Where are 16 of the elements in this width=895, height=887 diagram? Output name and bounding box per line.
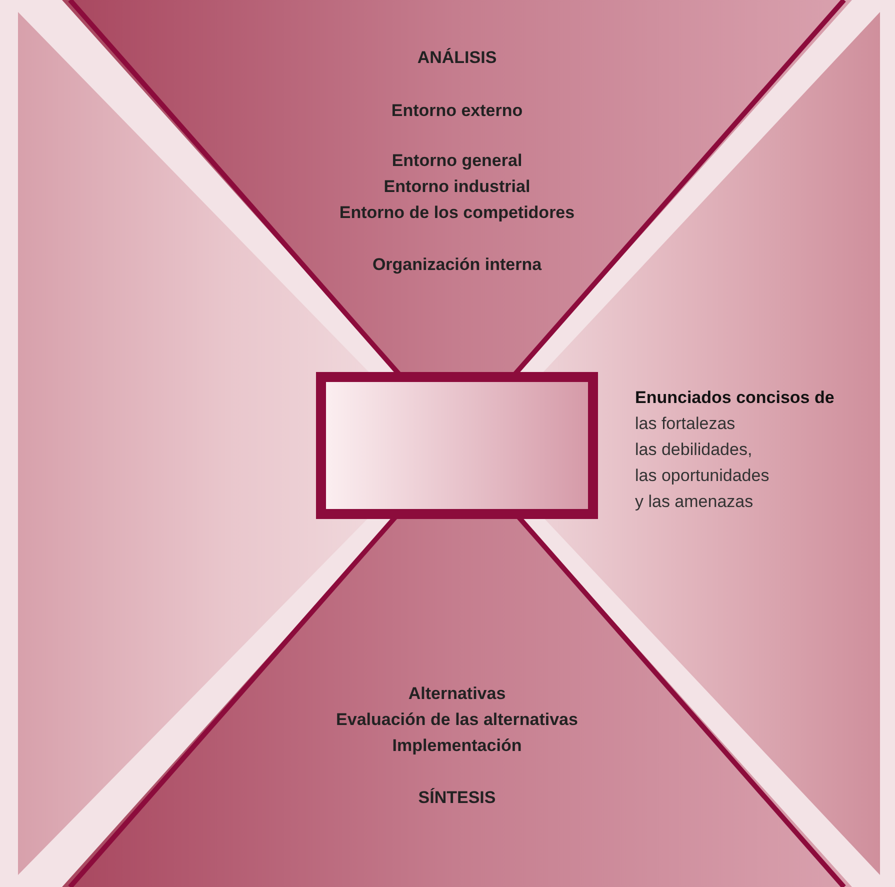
text-line: Implementación <box>392 735 522 757</box>
text-line: Entorno de los competidores <box>339 202 575 224</box>
caption-line: las fortalezas <box>635 413 736 435</box>
text-line: Evaluación de las alternativas <box>336 709 578 731</box>
text-line: Alternativas <box>408 683 506 705</box>
text-line: Entorno externo <box>391 100 523 122</box>
text-line: Entorno industrial <box>384 176 530 198</box>
text-line: Entorno general <box>392 150 522 172</box>
caption-line: las oportunidades <box>635 465 770 487</box>
section-heading: ANÁLISIS <box>417 47 497 69</box>
caption-line: y las amenazas <box>635 491 754 513</box>
section-heading: SÍNTESIS <box>418 787 496 809</box>
empty-box <box>316 372 598 519</box>
text-line: Organización interna <box>372 254 542 276</box>
caption-heading: Enunciados concisos de <box>635 387 834 409</box>
caption-line: las debilidades, <box>635 439 754 461</box>
